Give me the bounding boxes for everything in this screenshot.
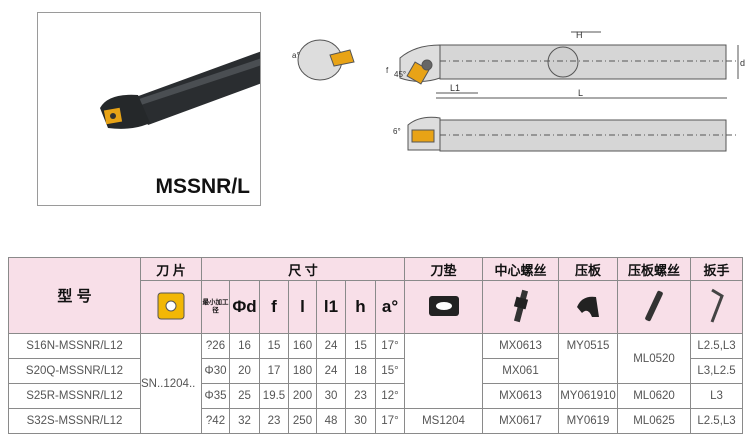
center-screw-cell: MX061 [482,358,559,384]
table-row: S25R-MSSNR/L12 Φ35 25 19.5 200 30 23 12°… [8,383,743,409]
insert-icon [140,280,202,334]
label-L1: L1 [450,83,460,93]
top-view [399,31,739,99]
wrench-cell: L3,L2.5 [690,358,743,384]
min-bore-cell: ?42 [201,408,230,434]
model-cell: S16N-MSSNR/L12 [8,333,141,359]
technical-drawing: a° H d f 45° L1 L 6° [292,30,745,152]
label-f: f [386,66,389,75]
d-cell: 16 [229,333,260,359]
header-l: l [288,280,317,334]
a-cell: 17° [375,333,405,359]
model-cell: S20Q-MSSNR/L12 [8,358,141,384]
label-6: 6° [393,127,401,136]
header-wrench: 扳手 [690,257,743,281]
end-view [297,39,355,81]
clamp-cell: MY061910 [558,383,618,409]
a-cell: 17° [375,408,405,434]
header-a: a° [375,280,405,334]
table-row: S32S-MSSNR/L12 ?42 32 23 250 48 30 17° M… [8,408,743,434]
clamp-cell: MY0515 [558,333,618,384]
clamp-cell: MY0619 [558,408,618,434]
center-screw-cell: MX0617 [482,408,559,434]
wrench-cell: L2.5,L3 [690,408,743,434]
min-bore-cell: ?26 [201,333,230,359]
insert-cell: SN..1204.. [140,333,202,434]
table-row: S16N-MSSNR/L12 SN..1204.. ?26 16 15 160 … [8,333,743,434]
shim-icon [404,280,483,334]
boring-bar-image [100,51,260,129]
label-H: H [576,30,583,40]
wrench-cell: L2.5,L3 [690,333,743,359]
header-l1: l1 [316,280,346,334]
header-shim: 刀垫 [404,257,483,281]
label-45: 45° [394,70,406,79]
header-min-bore: 最小加工径 [201,280,230,334]
l-cell: 160 [288,333,317,359]
model-cell: S32S-MSSNR/L12 [8,408,141,434]
spec-table: 型 号 刀 片 尺 寸 刀垫 中心螺丝 压板 压板螺丝 扳手 最小加工径 Φd … [8,257,743,434]
side-view [407,116,736,152]
min-bore-cell: Φ30 [201,358,230,384]
header-f: f [259,280,289,334]
d-cell: 25 [229,383,260,409]
product-photo: MSSNR/L [37,12,261,206]
min-bore-cell: Φ35 [201,383,230,409]
d-cell: 20 [229,358,260,384]
header-model: 型 号 [8,257,141,334]
h-cell: 30 [345,408,376,434]
label-d: d [740,58,745,68]
clamp-screw-cell: ML0520 [617,333,691,384]
wrench-icon [690,280,743,334]
l1-cell: 48 [316,408,346,434]
center-screw-cell: MX0613 [482,383,559,409]
l1-cell: 24 [316,358,346,384]
header-dimensions: 尺 寸 [201,257,405,281]
l-cell: 250 [288,408,317,434]
h-cell: 18 [345,358,376,384]
l-cell: 180 [288,358,317,384]
h-cell: 23 [345,383,376,409]
header-clamp-screw: 压板螺丝 [617,257,691,281]
header-h: h [345,280,376,334]
h-cell: 15 [345,333,376,359]
shim-cell-empty [404,333,483,409]
a-cell: 12° [375,383,405,409]
f-cell: 15 [259,333,289,359]
label-L: L [578,88,583,98]
label-a: a° [292,51,300,60]
header-d: Φd [229,280,260,334]
clamp-screw-icon [617,280,691,334]
center-screw-icon [482,280,559,334]
clamp-screw-cell: ML0620 [617,383,691,409]
model-cell: S25R-MSSNR/L12 [8,383,141,409]
d-cell: 32 [229,408,260,434]
header-insert: 刀 片 [140,257,202,281]
center-screw-cell: MX0613 [482,333,559,359]
f-cell: 17 [259,358,289,384]
header-clamp: 压板 [558,257,618,281]
f-cell: 19.5 [259,383,289,409]
f-cell: 23 [259,408,289,434]
l-cell: 200 [288,383,317,409]
header-center-screw: 中心螺丝 [482,257,559,281]
l1-cell: 30 [316,383,346,409]
product-title: MSSNR/L [155,175,251,198]
clamp-icon [558,280,618,334]
l1-cell: 24 [316,333,346,359]
a-cell: 15° [375,358,405,384]
table-row: S20Q-MSSNR/L12 Φ30 20 17 180 24 18 15° M… [8,358,743,384]
shim-cell: MS1204 [404,408,483,434]
wrench-cell: L3 [690,383,743,409]
clamp-screw-cell: ML0625 [617,408,691,434]
